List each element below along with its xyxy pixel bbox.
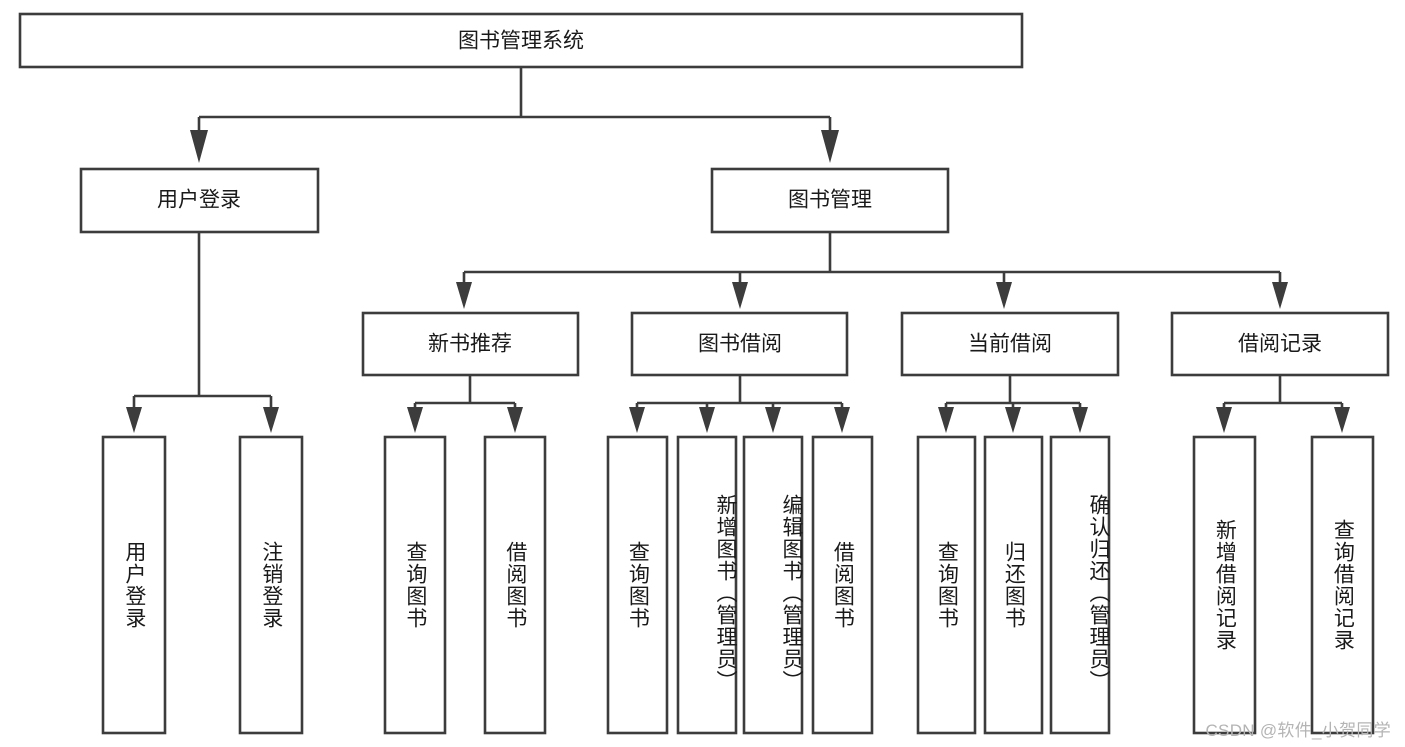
node-book-manage[interactable]: 图书管理 (710, 167, 950, 234)
node-current-borrow[interactable]: 当前借阅 (900, 311, 1120, 377)
leaf-box-query-book-1[interactable] (383, 435, 447, 735)
arrow-head-leaf-add-book (699, 407, 715, 433)
arrow-head-leaf-query-book-1 (407, 407, 423, 433)
arrow-head-to-borrow-record (1272, 282, 1288, 309)
node-box-book-borrow[interactable] (630, 311, 849, 377)
node-box-borrow-record[interactable] (1170, 311, 1390, 377)
arrow-head-leaf-add-record (1216, 407, 1232, 433)
node-label-book-borrow: 图书借阅 (698, 333, 782, 356)
arrow-head-to-current-borrow (996, 282, 1012, 309)
node-user-login[interactable]: 用户登录 (79, 167, 320, 234)
arrow-head-to-book-manage (821, 130, 839, 163)
arrow-head-leaf-query-book-2 (629, 407, 645, 433)
node-label-borrow-record: 借阅记录 (1238, 333, 1322, 356)
connector-group-borrow-record (1216, 375, 1350, 433)
leaf-box-edit-book[interactable] (742, 435, 804, 735)
connector-group-root (190, 67, 839, 163)
connector-group-user-login (126, 232, 279, 433)
arrow-head-leaf-user-login (126, 407, 142, 433)
node-label-root: 图书管理系统 (458, 30, 584, 53)
arrow-head-to-new-book (456, 282, 472, 309)
connector-group-new-book (407, 375, 523, 433)
leaf-box-return-book[interactable] (983, 435, 1044, 735)
arrow-head-leaf-borrow-book-1 (507, 407, 523, 433)
watermark-text: CSDN @软件_小贺同学 (1205, 721, 1391, 740)
connector-group-book-manage (456, 232, 1288, 309)
arrow-head-leaf-edit-book (765, 407, 781, 433)
leaf-box-query-record[interactable] (1310, 435, 1375, 735)
node-book-borrow[interactable]: 图书借阅 (630, 311, 849, 377)
arrow-head-to-book-borrow (732, 282, 748, 309)
leaf-box-query-book-3[interactable] (916, 435, 977, 735)
leaf-box-borrow-book-1[interactable] (483, 435, 547, 735)
arrow-head-leaf-query-book-3 (938, 407, 954, 433)
leaf-box-add-book[interactable] (676, 435, 738, 735)
leaf-box-user-login[interactable] (101, 435, 167, 735)
node-box-new-book-recommend[interactable] (361, 311, 580, 377)
arrow-head-leaf-logout (263, 407, 279, 433)
node-label-book-manage: 图书管理 (788, 189, 872, 212)
connector-group-current-borrow (938, 375, 1088, 433)
node-root-system[interactable]: 图书管理系统 (18, 12, 1024, 69)
node-label-user-login: 用户登录 (157, 189, 241, 212)
node-label-new-book-recommend: 新书推荐 (428, 333, 512, 356)
arrow-head-leaf-confirm-return (1072, 407, 1088, 433)
node-label-current-borrow: 当前借阅 (968, 333, 1052, 356)
node-box-user-login[interactable] (79, 167, 320, 234)
arrow-head-leaf-borrow-book-2 (834, 407, 850, 433)
node-new-book-recommend[interactable]: 新书推荐 (361, 311, 580, 377)
leaf-box-borrow-book-2[interactable] (811, 435, 874, 735)
leaf-box-logout[interactable] (238, 435, 304, 735)
leaf-box-add-record[interactable] (1192, 435, 1257, 735)
connector-group-book-borrow (629, 375, 850, 433)
node-box-book-manage[interactable] (710, 167, 950, 234)
node-borrow-record[interactable]: 借阅记录 (1170, 311, 1390, 377)
node-box-current-borrow[interactable] (900, 311, 1120, 377)
leaf-box-group (101, 435, 1375, 735)
leaf-box-confirm-return[interactable] (1049, 435, 1111, 735)
node-box-root[interactable] (18, 12, 1024, 69)
arrow-head-to-user-login (190, 130, 208, 163)
leaf-box-query-book-2[interactable] (606, 435, 669, 735)
arrow-head-leaf-query-record (1334, 407, 1350, 433)
arrow-head-leaf-return-book (1005, 407, 1021, 433)
